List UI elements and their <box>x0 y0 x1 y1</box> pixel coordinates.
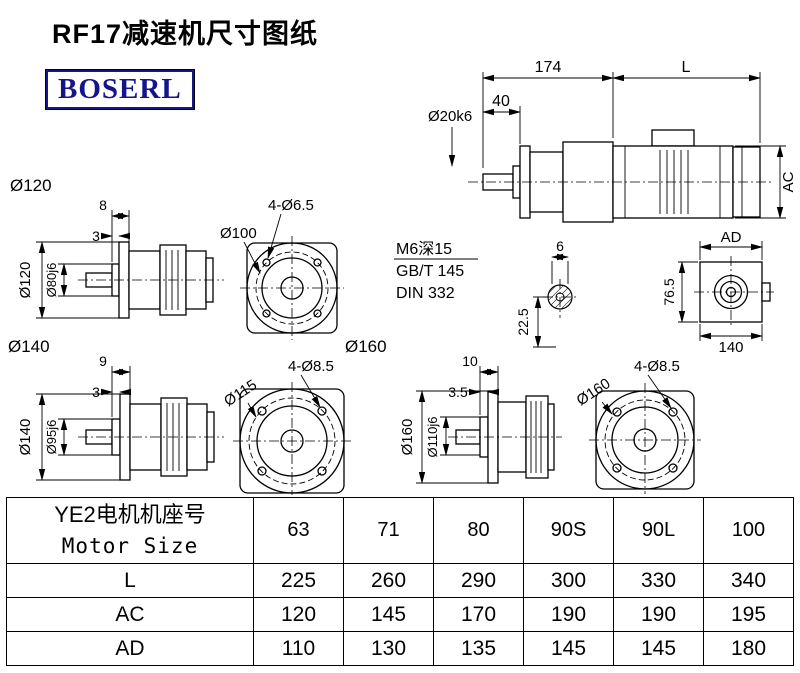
dim-flange-120: Ø120 <box>17 262 34 299</box>
motor-size-table: YE2电机机座号 Motor Size 63 71 80 90S 90L 100… <box>6 497 794 666</box>
cell-AD-90S: 145 <box>523 631 614 666</box>
view-160-label: Ø160 <box>345 337 387 356</box>
cell-AC-90L: 190 <box>613 597 704 632</box>
dim-3-5: 3.5 <box>448 384 468 400</box>
dim-shaft-dia: Ø20k6 <box>428 108 472 125</box>
cell-AD-100: 180 <box>703 631 794 666</box>
header-cn: YE2电机机座号 <box>54 502 206 528</box>
dim-140: 140 <box>718 339 743 356</box>
cell-L-80: 290 <box>433 563 524 598</box>
note-gbt: GB/T 145 <box>396 263 464 280</box>
view-120: Ø120 8 3 Ø120 <box>10 176 344 340</box>
table-row-AD: AD 110 130 135 145 145 180 <box>6 631 794 666</box>
cell-AC-80: 170 <box>433 597 524 632</box>
row-label-L: L <box>6 563 254 598</box>
header-motor-size-cell: YE2电机机座号 Motor Size <box>6 497 254 564</box>
dim-holes-160: 4-Ø8.5 <box>634 358 680 375</box>
cell-AD-80: 135 <box>433 631 524 666</box>
cell-AC-90S: 190 <box>523 597 614 632</box>
dim-8: 8 <box>99 197 107 213</box>
dim-3b: 3 <box>92 384 100 400</box>
dim-bolt-circle-100: Ø100 <box>220 225 257 242</box>
dim-6: 6 <box>556 238 564 254</box>
dim-spigot-95: Ø95j6 <box>44 420 59 455</box>
view-140: Ø140 9 3 Ø140 <box>8 337 351 495</box>
cell-L-63: 225 <box>253 563 344 598</box>
cell-L-90S: 300 <box>523 563 614 598</box>
cell-L-71: 260 <box>343 563 434 598</box>
view-140-label: Ø140 <box>8 337 50 356</box>
view-120-label: Ø120 <box>10 176 52 195</box>
size-col-90L: 90L <box>613 497 704 564</box>
dim-AD: AD <box>721 229 742 246</box>
table-row-AC: AC 120 145 170 190 190 195 <box>6 597 794 632</box>
dim-3: 3 <box>92 228 100 244</box>
cell-AC-100: 195 <box>703 597 794 632</box>
shaft-end-detail: 6 22.5 <box>515 238 577 348</box>
dim-spigot-80: Ø80j6 <box>44 263 59 298</box>
row-label-AD: AD <box>6 631 254 666</box>
view-160: Ø160 10 3.5 Ø160 <box>345 337 701 494</box>
main-side-view: 174 L 40 Ø20k6 AC <box>428 59 797 223</box>
dim-holes-120: 4-Ø6.5 <box>268 197 314 214</box>
boserl-logo: BOSERL <box>45 69 195 110</box>
cell-AD-63: 110 <box>253 631 344 666</box>
cell-AC-71: 145 <box>343 597 434 632</box>
cell-AD-71: 130 <box>343 631 434 666</box>
size-col-80: 80 <box>433 497 524 564</box>
thread-note: M6深15 GB/T 145 DIN 332 <box>394 240 478 302</box>
dim-40: 40 <box>492 93 510 110</box>
cell-AD-90L: 145 <box>613 631 704 666</box>
top-output-view: AD 140 76.5 <box>661 229 774 356</box>
size-col-100: 100 <box>703 497 794 564</box>
dim-9: 9 <box>99 353 107 369</box>
logo-text: BOSERL <box>58 73 182 105</box>
dim-174: 174 <box>535 59 562 76</box>
dim-holes-140: 4-Ø8.5 <box>288 358 334 375</box>
dim-AC: AC <box>780 171 797 192</box>
size-col-63: 63 <box>253 497 344 564</box>
dim-spigot-110: Ø110j6 <box>425 417 440 458</box>
dim-10: 10 <box>462 353 478 369</box>
cell-L-90L: 330 <box>613 563 704 598</box>
table-header-row: YE2电机机座号 Motor Size 63 71 80 90S 90L 100 <box>6 497 794 564</box>
dim-flange-160: Ø160 <box>399 419 416 456</box>
terminal-box <box>651 129 695 147</box>
dim-22-5: 22.5 <box>515 308 531 335</box>
table-row-L: L 225 260 290 300 330 340 <box>6 563 794 598</box>
gear-housing-2 <box>562 141 614 223</box>
dim-flange-140: Ø140 <box>17 419 34 456</box>
size-col-90S: 90S <box>523 497 614 564</box>
dim-76-5: 76.5 <box>661 278 677 305</box>
size-col-71: 71 <box>343 497 434 564</box>
note-m6: M6深15 <box>396 240 452 258</box>
dim-L: L <box>682 59 691 76</box>
header-en: Motor Size <box>61 534 199 559</box>
note-din: DIN 332 <box>396 285 455 302</box>
dimension-drawing: 174 L 40 Ø20k6 AC M6深15 GB/T 145 DIN 332 <box>8 59 797 495</box>
cell-L-100: 340 <box>703 563 794 598</box>
cell-AC-63: 120 <box>253 597 344 632</box>
page-title: RF17减速机尺寸图纸 <box>52 19 319 49</box>
row-label-AC: AC <box>6 597 254 632</box>
